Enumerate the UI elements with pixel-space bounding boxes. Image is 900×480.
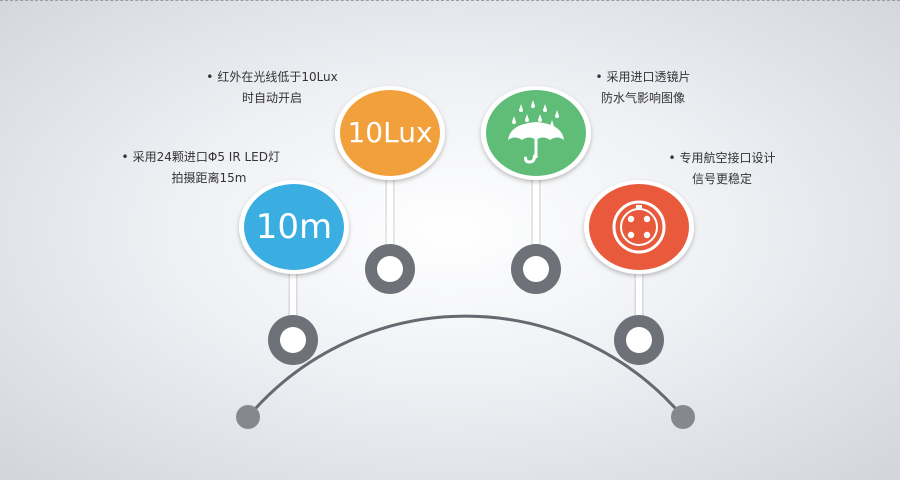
arc-node-2 xyxy=(365,244,415,294)
feature-2-caption-line-2: 时自动开启 xyxy=(241,91,302,105)
bullet-marker: • xyxy=(206,70,214,84)
arc-end-dot-right xyxy=(671,405,695,429)
feature-4-caption-line-1: •专用航空接口设计 xyxy=(659,148,785,169)
feature-4-caption: •专用航空接口设计 信号更稳定 xyxy=(659,148,785,190)
bubble-1 xyxy=(239,180,349,274)
timeline-arc xyxy=(246,314,685,418)
arc-node-4 xyxy=(614,315,664,365)
bullet-marker: • xyxy=(121,150,129,164)
stem-3 xyxy=(533,160,539,270)
feature-3-caption-line-1: •采用进口透镜片 xyxy=(583,67,703,88)
top-dashed-border xyxy=(0,0,900,1)
feature-2-caption-line-1: •红外在光线低于10Lux xyxy=(196,67,348,88)
stem-1 xyxy=(290,250,296,342)
aviation-connector-icon xyxy=(612,200,666,254)
feature-3-caption: •采用进口透镜片 防水气影响图像 xyxy=(583,67,703,109)
stem-4 xyxy=(636,250,642,342)
feature-1-caption-line-1: •采用24颗进口Φ5 IR LED灯 xyxy=(110,147,280,168)
bullet-marker: • xyxy=(668,151,676,165)
bubble-1-label: 10m xyxy=(255,207,333,247)
feature-1-caption: •采用24颗进口Φ5 IR LED灯 拍摄距离15m xyxy=(110,147,280,189)
arc-end-dot-left xyxy=(236,405,260,429)
bubble-4 xyxy=(584,180,694,274)
bubble-2-label: 10Lux xyxy=(347,116,433,149)
stem-2 xyxy=(387,160,393,270)
arc-node-3 xyxy=(511,244,561,294)
umbrella-rain-icon xyxy=(508,100,564,164)
feature-3-caption-line-2: 防水气影响图像 xyxy=(600,91,685,105)
feature-4-caption-line-2: 信号更稳定 xyxy=(691,172,752,186)
bullet-marker: • xyxy=(595,70,603,84)
arc-node-1 xyxy=(268,315,318,365)
feature-1-caption-line-2: 拍摄距离15m xyxy=(171,171,247,185)
feature-2-caption: •红外在光线低于10Lux 时自动开启 xyxy=(196,67,348,109)
bubble-2 xyxy=(335,86,445,180)
